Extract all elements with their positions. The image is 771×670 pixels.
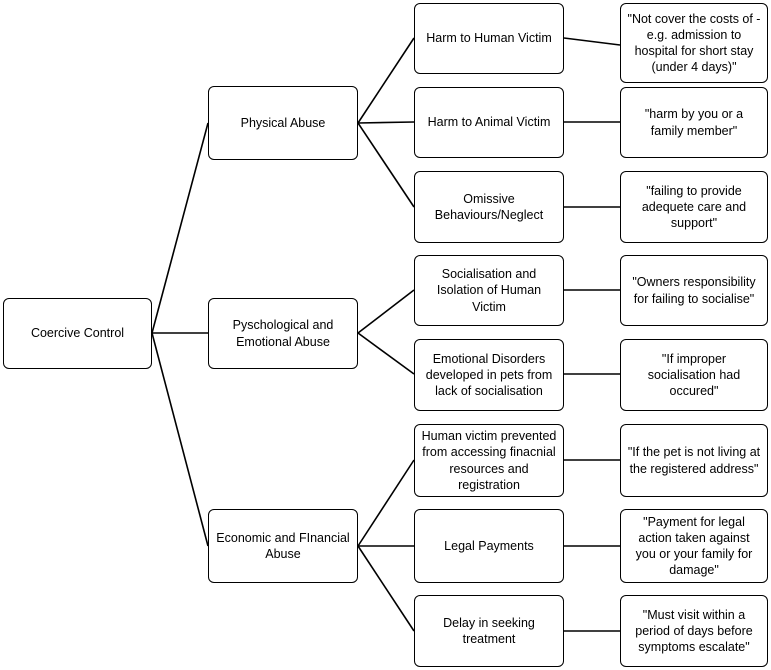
connector-physical-omissive xyxy=(357,122,415,208)
category-node-physical-abuse: Physical Abuse xyxy=(208,86,358,160)
subcategory-label: Harm to Human Victim xyxy=(426,31,552,46)
quote-label: "Must visit within a period of days befo… xyxy=(635,607,753,655)
connector-economic-financial xyxy=(357,459,415,547)
quote-label: "harm by you or a family member" xyxy=(644,107,744,138)
category-label: Physical Abuse xyxy=(240,115,326,130)
subcategory-node-financial-resources: Human victim prevented from accessing fi… xyxy=(414,424,564,497)
quote-label: "Not cover the costs of - e.g. admission… xyxy=(627,11,761,75)
connector-physical-human xyxy=(357,37,415,124)
root-node-coercive-control: Coercive Control xyxy=(3,298,152,369)
subcategory-node-delay-treatment: Delay in seeking treatment xyxy=(414,595,564,667)
quote-node-1: "Not cover the costs of - e.g. admission… xyxy=(620,3,768,83)
subcategory-node-legal-payments: Legal Payments xyxy=(414,509,564,583)
subcategory-node-emotional-disorders: Emotional Disorders developed in pets fr… xyxy=(414,339,564,411)
subcategory-label: Human victim prevented from accessing fi… xyxy=(421,429,557,492)
subcategory-label: Socialisation and Isolation of Human Vic… xyxy=(436,267,542,314)
category-node-psychological-abuse: Pyschological and Emotional Abuse xyxy=(208,298,358,369)
quote-node-7: "Payment for legal action taken against … xyxy=(620,509,768,583)
subcategory-node-harm-animal: Harm to Animal Victim xyxy=(414,87,564,158)
subcategory-label: Emotional Disorders developed in pets fr… xyxy=(425,351,553,399)
connector-quote-1 xyxy=(563,37,621,46)
category-node-economic-abuse: Economic and FInancial Abuse xyxy=(208,509,358,583)
quote-label: "Payment for legal action taken against … xyxy=(635,514,753,578)
subcategory-label: Harm to Animal Victim xyxy=(427,115,551,130)
subcategory-label: Delay in seeking treatment xyxy=(443,615,535,646)
connector-root-physical xyxy=(151,122,209,334)
category-label: Pyschological and Emotional Abuse xyxy=(232,318,334,349)
connector-psych-socialisation xyxy=(357,289,415,334)
subcategory-node-socialisation: Socialisation and Isolation of Human Vic… xyxy=(414,255,564,326)
subcategory-node-omissive: Omissive Behaviours/Neglect xyxy=(414,171,564,243)
connector-physical-animal xyxy=(357,121,415,124)
quote-node-4: "Owners responsibility for failing to so… xyxy=(620,255,768,326)
quote-node-3: "failing to provide adequete care and su… xyxy=(620,171,768,243)
root-label: Coercive Control xyxy=(30,326,125,341)
subcategory-node-harm-human: Harm to Human Victim xyxy=(414,3,564,74)
quote-node-8: "Must visit within a period of days befo… xyxy=(620,595,768,667)
connector-psych-emotional xyxy=(357,332,415,375)
quote-label: "failing to provide adequete care and su… xyxy=(641,183,747,231)
connector-economic-delay xyxy=(357,545,415,632)
quote-label: "If the pet is not living at the registe… xyxy=(627,445,761,476)
quote-label: "Owners responsibility for failing to so… xyxy=(632,275,756,306)
category-label: Economic and FInancial Abuse xyxy=(216,530,350,561)
quote-node-2: "harm by you or a family member" xyxy=(620,87,768,158)
quote-node-6: "If the pet is not living at the registe… xyxy=(620,424,768,497)
quote-node-5: "If improper socialisation had occured" xyxy=(620,339,768,411)
connector-root-economic xyxy=(151,332,209,547)
quote-label: "If improper socialisation had occured" xyxy=(647,351,741,399)
subcategory-label: Omissive Behaviours/Neglect xyxy=(434,191,544,222)
subcategory-label: Legal Payments xyxy=(444,538,534,553)
